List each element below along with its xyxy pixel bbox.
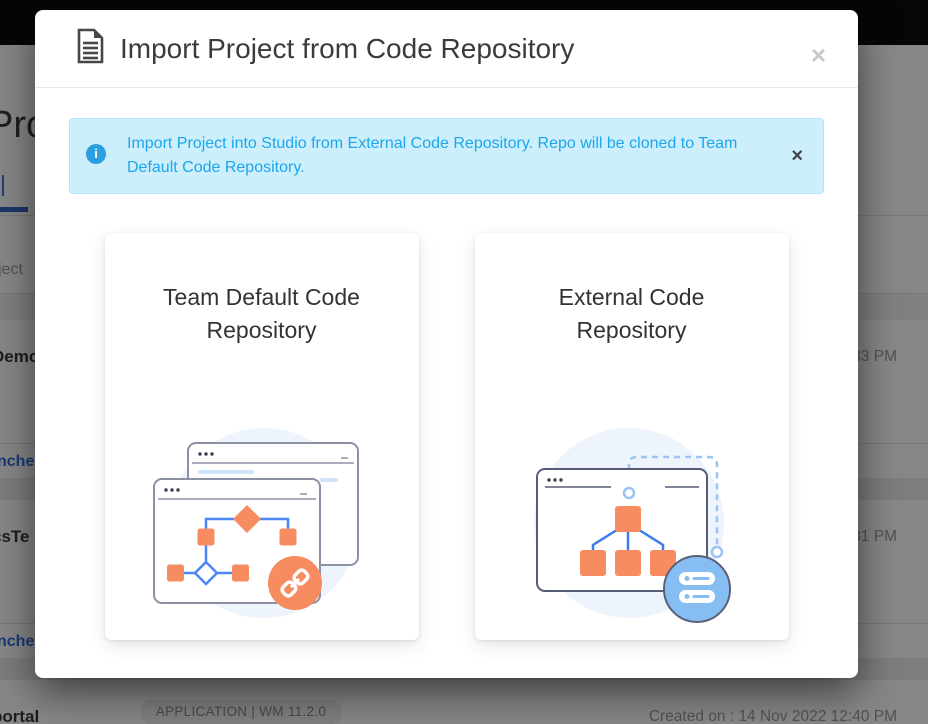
info-icon: i (86, 144, 106, 164)
import-project-dialog: Import Project from Code Repository × i … (35, 10, 858, 678)
option-title: Team Default Code Repository (149, 281, 374, 347)
team-default-repo-illustration (142, 423, 382, 628)
document-icon (75, 28, 105, 69)
option-team-default-code-repository[interactable]: Team Default Code Repository (105, 233, 419, 640)
option-title: External Code Repository (519, 281, 744, 347)
info-alert-close-icon[interactable]: × (791, 146, 803, 166)
info-alert-text: Import Project into Studio from External… (127, 132, 775, 180)
option-external-code-repository[interactable]: External Code Repository (475, 233, 789, 640)
external-repo-illustration (477, 423, 787, 628)
dialog-title: Import Project from Code Repository (120, 33, 574, 65)
dialog-close-icon[interactable]: × (811, 42, 826, 68)
repository-options: Team Default Code Repository (35, 233, 858, 640)
dialog-header: Import Project from Code Repository × (35, 10, 858, 88)
info-alert: i Import Project into Studio from Extern… (69, 118, 824, 194)
